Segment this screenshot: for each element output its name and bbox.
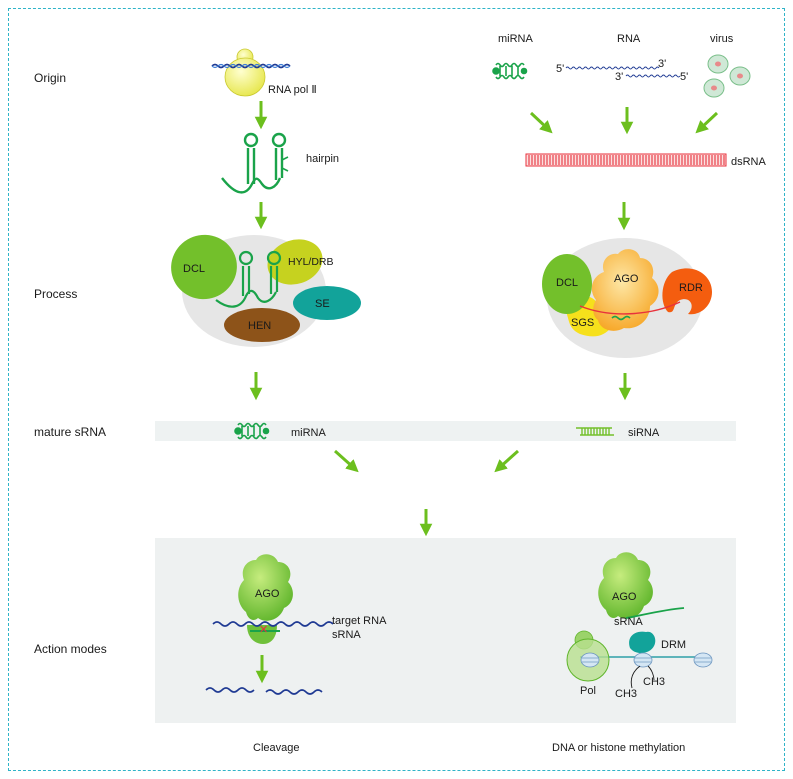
virus-source-label: virus: [710, 33, 734, 45]
mirna-source-label: miRNA: [498, 33, 533, 45]
hen-label: HEN: [248, 320, 271, 332]
hyl-drb-protein: [267, 239, 323, 285]
hyl-drb-label: HYL/DRB: [288, 256, 334, 268]
rna-3prime-b: 3': [615, 71, 623, 83]
ch3-link-a: [630, 665, 641, 689]
ch3-label-b: CH3: [643, 676, 665, 688]
ch3-label-a: CH3: [615, 688, 637, 700]
sgs-label: SGS: [571, 317, 594, 329]
ago-cleavage-protein: [238, 554, 293, 644]
hairpin-in-complex: [215, 250, 282, 308]
drm-protein: [629, 631, 656, 654]
srna-label: sRNA: [332, 629, 361, 641]
se-protein: [293, 286, 361, 320]
target-rna-label: target RNA: [332, 615, 387, 627]
rna-pol-complex: [211, 48, 291, 97]
virus-particles: [703, 54, 751, 98]
rna-5prime-b: 5': [680, 71, 688, 83]
action-panel: [155, 538, 736, 723]
drm-label: DRM: [661, 639, 686, 651]
target-rna-strand: [212, 621, 334, 627]
se-label: SE: [315, 298, 330, 310]
ch3-link-b: [647, 665, 655, 681]
nucleosome-1: [580, 652, 600, 668]
methylation-label: DNA or histone methylation: [552, 742, 685, 754]
rna-strands: [565, 66, 681, 78]
rdr-protein: [662, 268, 712, 315]
pol-label: Pol: [580, 685, 596, 697]
rna-pol-label: RNA pol Ⅱ: [268, 84, 317, 96]
sirna-duplex: [576, 427, 614, 436]
dsrna-label: dsRNA: [731, 156, 767, 168]
dcl-right-protein: [542, 254, 592, 314]
rna-thread: [579, 301, 681, 315]
rna-5prime-a: 5': [556, 63, 564, 75]
hairpin-label: hairpin: [306, 153, 339, 165]
srna-wave-in-ago: [611, 315, 631, 321]
ago-methylation-protein: [598, 552, 653, 619]
mature-mirna-duplex: [234, 422, 270, 440]
srna-methylation-label: sRNA: [614, 616, 643, 628]
stage-label-action: Action modes: [34, 642, 107, 656]
dcl-protein: [171, 234, 237, 300]
mirna-source-duplex: [492, 62, 528, 80]
rna-3prime-a: 3': [658, 58, 666, 70]
nucleosome-3: [693, 652, 713, 668]
ago-cleavage-label: AGO: [255, 588, 280, 600]
mature-srna-band: [155, 421, 736, 441]
hairpin-rna: [221, 132, 289, 194]
arrow-converge-right: [494, 449, 520, 473]
cleavage-label: Cleavage: [253, 742, 299, 754]
srna-methylation-strand: [625, 607, 685, 619]
mature-mirna-label: miRNA: [291, 427, 326, 439]
stage-label-mature: mature sRNA: [34, 425, 106, 439]
arrow-converge-left: [333, 449, 359, 473]
ago-right-protein: [591, 249, 659, 331]
arrow-mirna-to-dsrna: [529, 111, 553, 134]
dsrna-rungs: [528, 155, 725, 165]
dcl-label: DCL: [183, 263, 205, 275]
stage-label-origin: Origin: [34, 71, 66, 85]
cleavage-site-mark: ✕: [259, 623, 268, 636]
rna-source-label: RNA: [617, 33, 641, 45]
ago-right-label: AGO: [614, 273, 639, 285]
ago-methylation-label: AGO: [612, 591, 637, 603]
rdr-label: RDR: [679, 282, 703, 294]
dcl-right-label: DCL: [556, 277, 578, 289]
dashed-frame: [8, 8, 785, 771]
arrow-virus-to-dsrna: [695, 111, 719, 134]
cleaved-rna-fragments: [205, 687, 323, 695]
hen-protein: [224, 308, 300, 342]
stage-label-process: Process: [34, 287, 77, 301]
nucleosome-2: [633, 652, 653, 668]
sirna-label: siRNA: [628, 427, 660, 439]
dna-helix-strand: [211, 63, 291, 69]
